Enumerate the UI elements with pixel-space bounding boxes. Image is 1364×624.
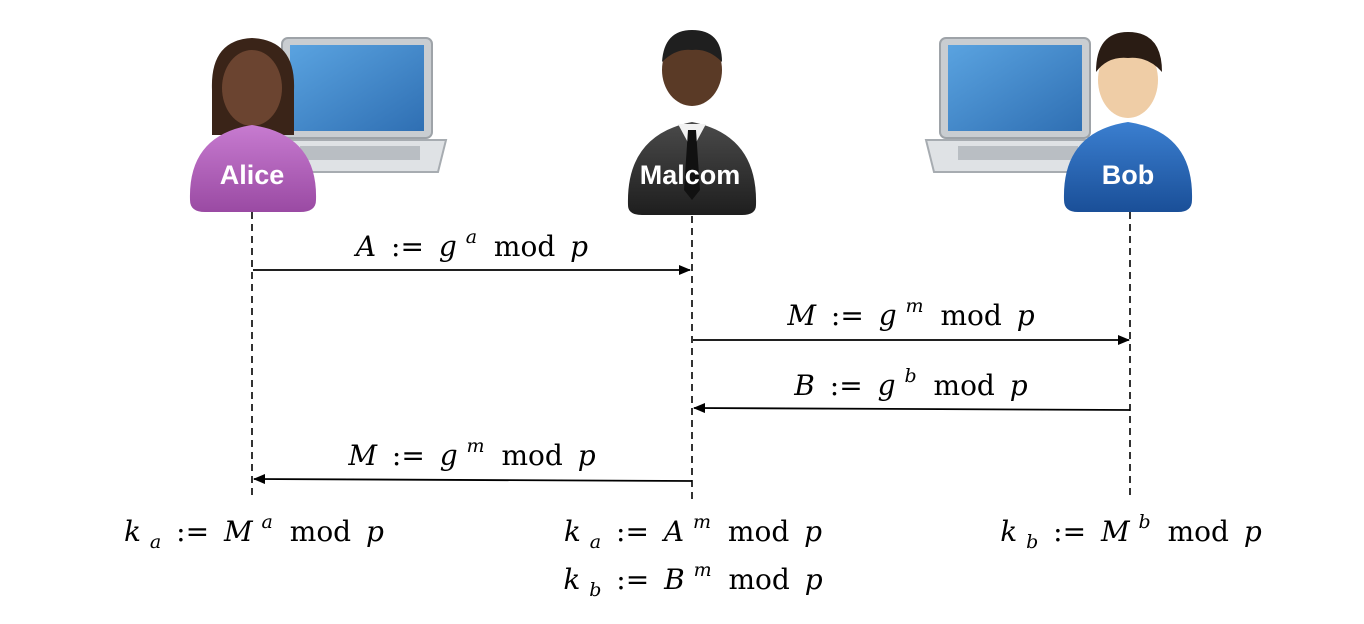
message-label-1: A := g a mod p	[353, 217, 588, 263]
message-label-3: B := g b mod p	[793, 356, 1027, 402]
rb-mod: mod	[1168, 515, 1229, 548]
m1-exp: a	[466, 226, 477, 248]
rm2-mod: mod	[729, 563, 790, 596]
alice-label: Alice	[220, 160, 285, 190]
m2-mod: mod	[940, 299, 1001, 332]
m2-base: g	[879, 299, 897, 332]
m4-assign: :=	[392, 439, 425, 472]
rm2-k: k	[563, 563, 580, 596]
bob-label: Bob	[1102, 160, 1154, 190]
m3-exp: b	[904, 365, 916, 387]
m1-assign: :=	[391, 230, 424, 263]
ra-k: k	[124, 515, 141, 548]
m3-mod: mod	[934, 369, 995, 402]
ra-p: p	[366, 515, 384, 548]
m3-assign: :=	[830, 369, 863, 402]
m4-exp: m	[467, 435, 485, 457]
ra-base: M	[223, 515, 254, 548]
rm2-exp: m	[694, 559, 712, 581]
message-arrow-3	[693, 403, 1131, 414]
rm1-mod: mod	[728, 515, 789, 548]
rm2-base: B	[663, 563, 685, 596]
m1-mod: mod	[494, 230, 555, 263]
malcom-avatar	[627, 30, 757, 215]
m2-exp: m	[906, 295, 924, 317]
ra-assign: :=	[176, 515, 209, 548]
m3-lhs: B	[793, 369, 815, 402]
m1-base: g	[439, 230, 457, 263]
rb-assign: :=	[1053, 515, 1086, 548]
m4-mod: mod	[501, 439, 562, 472]
m4-lhs: M	[347, 439, 378, 472]
rm2-sub: b	[589, 579, 601, 601]
rm1-p: p	[804, 515, 822, 548]
result-alice: k a := M a mod p	[124, 502, 384, 555]
m4-base: g	[440, 439, 458, 472]
rb-sub: b	[1026, 531, 1038, 553]
message-arrow-4	[253, 474, 693, 485]
m1-p: p	[570, 230, 588, 263]
m2-lhs: M	[786, 299, 817, 332]
message-label-2: M := g m mod p	[786, 286, 1034, 332]
malcom-label: Malcom	[640, 160, 741, 190]
result-malcom-ka: k a := A m mod p	[564, 502, 822, 555]
m3-p: p	[1010, 369, 1028, 402]
rm1-sub: a	[590, 531, 601, 553]
ra-mod: mod	[290, 515, 351, 548]
m4-p: p	[578, 439, 596, 472]
rb-p: p	[1244, 515, 1262, 548]
alice-avatar	[189, 38, 317, 212]
bob-avatar	[1063, 32, 1193, 212]
m3-base: g	[878, 369, 896, 402]
rb-base: M	[1100, 515, 1131, 548]
m1-lhs: A	[353, 230, 376, 263]
rm1-base: A	[661, 515, 684, 548]
message-label-4: M := g m mod p	[347, 426, 595, 472]
rm1-exp: m	[693, 511, 711, 533]
rm2-assign: :=	[616, 563, 649, 596]
rb-k: k	[1000, 515, 1017, 548]
m2-assign: :=	[831, 299, 864, 332]
result-malcom-kb: k b := B m mod p	[563, 550, 822, 603]
ra-sub: a	[150, 531, 161, 553]
rm2-p: p	[805, 563, 823, 596]
rm1-assign: :=	[616, 515, 649, 548]
m2-p: p	[1017, 299, 1035, 332]
rb-exp: b	[1139, 511, 1151, 533]
ra-exp: a	[262, 511, 273, 533]
alice-laptop-icon	[266, 37, 448, 173]
rm1-k: k	[564, 515, 581, 548]
result-bob: k b := M b mod p	[1000, 502, 1262, 555]
bob-laptop-icon	[924, 37, 1106, 173]
